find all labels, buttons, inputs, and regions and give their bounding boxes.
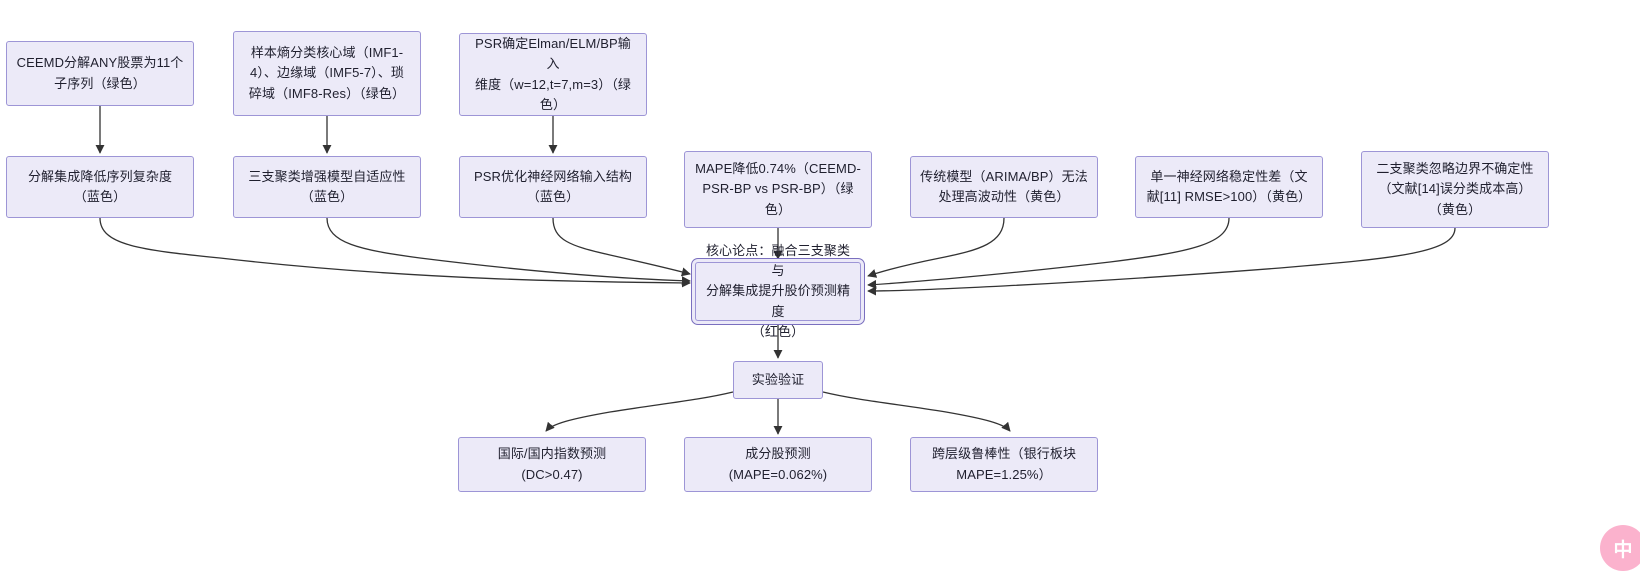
node-label: 跨层级鲁棒性（银行板块 MAPE=1.25%） — [931, 446, 1077, 482]
node-label: 分解集成降低序列复杂度 （蓝色） — [27, 168, 173, 204]
node-label: 样本熵分类核心域（IMF1- 4）、边缘域（IMF5-7）、琐 碎域（IMF8-… — [248, 45, 406, 101]
edge-experiment-to-index — [545, 391, 734, 432]
node-cross-level-robustness[interactable]: 跨层级鲁棒性（银行板块 MAPE=1.25%） — [910, 437, 1098, 492]
node-label: 国际/国内指数预测 (DC>0.47) — [497, 446, 607, 482]
node-ceemd-decompose[interactable]: CEEMD分解ANY股票为11个 子序列（绿色） — [6, 41, 194, 106]
watermark-label: 中 — [1613, 539, 1633, 561]
node-traditional-model-limit[interactable]: 传统模型（ARIMA/BP）无法 处理高波动性（黄色） — [910, 156, 1098, 218]
edge-adaptive-to-core — [326, 217, 691, 286]
node-constituent-forecast[interactable]: 成分股预测 (MAPE=0.062%) — [684, 437, 872, 492]
node-three-way-adaptive[interactable]: 三支聚类增强模型自适应性 （蓝色） — [233, 156, 421, 218]
node-label: 实验验证 — [751, 371, 805, 387]
edge-traditional-to-core — [867, 217, 1005, 278]
watermark-badge: 中 — [1600, 525, 1640, 571]
edge-experiment-to-robustness — [822, 391, 1011, 432]
node-label: 成分股预测 (MAPE=0.062%) — [728, 446, 828, 482]
edge-singlenn-to-core — [867, 217, 1230, 290]
node-label: 二支聚类忽略边界不确定性 （文献[14]误分类成本高） （黄色） — [1376, 161, 1534, 217]
node-label: CEEMD分解ANY股票为11个 子序列（绿色） — [16, 55, 184, 91]
node-label: 单一神经网络稳定性差（文 献[11] RMSE>100）（黄色） — [1146, 168, 1312, 204]
edge-structure-to-core — [552, 217, 691, 277]
node-psr-input-dim[interactable]: PSR确定Elman/ELM/BP输入 维度（w=12,t=7,m=3）（绿 色… — [459, 33, 647, 116]
edge-twoway-to-core — [867, 227, 1456, 296]
node-two-way-cluster-limit[interactable]: 二支聚类忽略边界不确定性 （文献[14]误分类成本高） （黄色） — [1361, 151, 1549, 228]
node-single-nn-instability[interactable]: 单一神经网络稳定性差（文 献[11] RMSE>100）（黄色） — [1135, 156, 1323, 218]
node-label: PSR优化神经网络输入结构 （蓝色） — [473, 168, 633, 204]
node-label: 三支聚类增强模型自适应性 （蓝色） — [248, 168, 406, 204]
node-label: 传统模型（ARIMA/BP）无法 处理高波动性（黄色） — [920, 168, 1088, 204]
node-core-claim[interactable]: 核心论点：融合三支聚类与 分解集成提升股价预测精度 （红色） — [695, 243, 861, 339]
node-label: MAPE降低0.74%（CEEMD- PSR-BP vs PSR-BP）（绿 色… — [695, 161, 861, 217]
node-sample-entropy[interactable]: 样本熵分类核心域（IMF1- 4）、边缘域（IMF5-7）、琐 碎域（IMF8-… — [233, 31, 421, 116]
edge-reduce-to-core — [99, 217, 691, 288]
node-mape-reduction[interactable]: MAPE降低0.74%（CEEMD- PSR-BP vs PSR-BP）（绿 色… — [684, 151, 872, 228]
node-experiment-validation[interactable]: 实验验证 — [733, 361, 823, 399]
node-label: 核心论点：融合三支聚类与 分解集成提升股价预测精度 （红色） — [705, 243, 851, 339]
node-psr-optimize-structure[interactable]: PSR优化神经网络输入结构 （蓝色） — [459, 156, 647, 218]
node-reduce-complexity[interactable]: 分解集成降低序列复杂度 （蓝色） — [6, 156, 194, 218]
node-label: PSR确定Elman/ELM/BP输入 维度（w=12,t=7,m=3）（绿 色… — [474, 36, 632, 112]
node-index-forecast[interactable]: 国际/国内指数预测 (DC>0.47) — [458, 437, 646, 492]
